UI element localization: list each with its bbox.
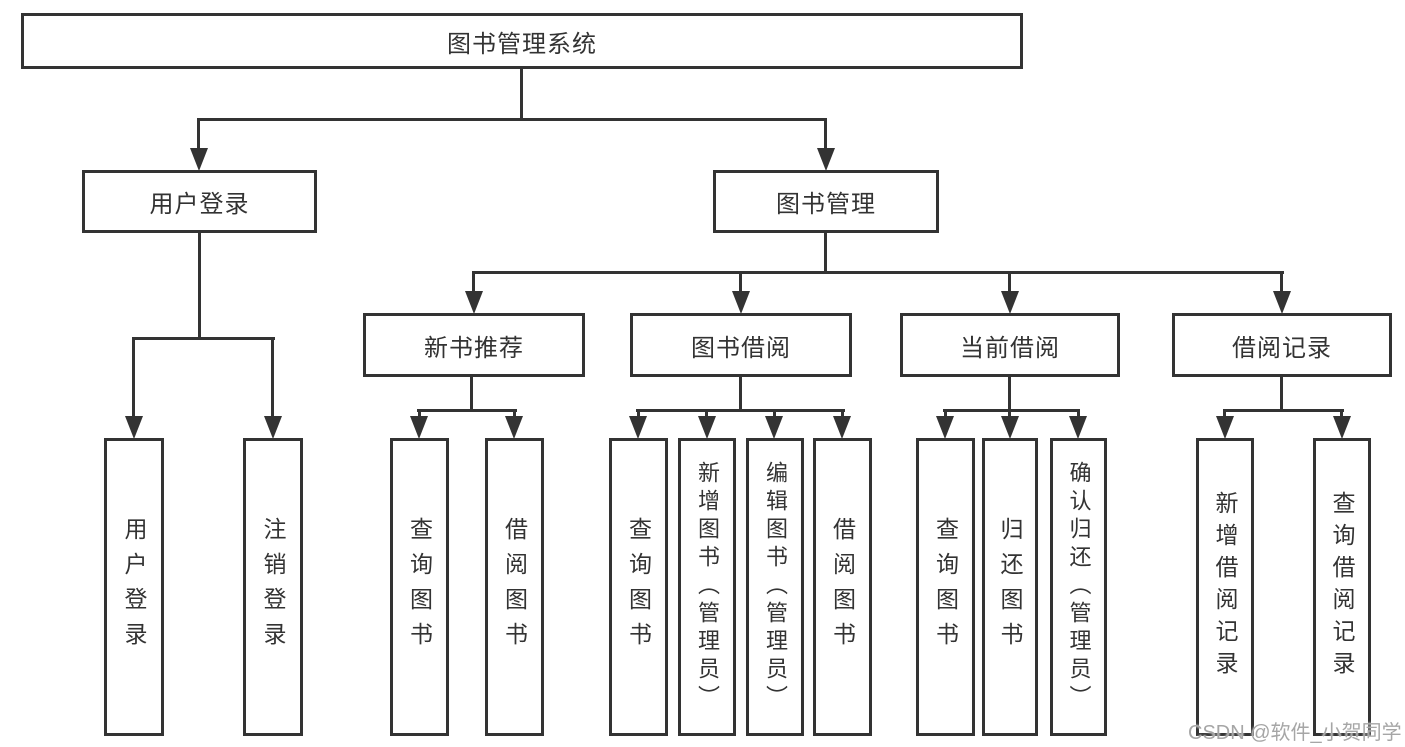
connector-line <box>1223 412 1226 419</box>
arrow-down-icon <box>1216 416 1234 439</box>
connector-line <box>197 118 200 152</box>
arrow-down-icon <box>1273 291 1291 314</box>
connector-line <box>472 271 1284 274</box>
arrow-down-icon <box>1001 291 1019 314</box>
connector-line <box>198 118 827 121</box>
csdn-watermark: CSDN @软件_小贺同学 <box>1188 722 1402 744</box>
connector-line <box>417 409 517 412</box>
connector-line <box>132 337 275 340</box>
leaf-rec-borrow-book: 借阅图书 <box>485 438 544 736</box>
connector-line <box>1280 377 1283 409</box>
connector-line <box>636 409 845 412</box>
arrow-down-icon <box>732 291 750 314</box>
arrow-down-icon <box>125 416 143 439</box>
connector-line <box>271 340 274 420</box>
arrow-down-icon <box>629 416 647 439</box>
arrow-down-icon <box>190 148 208 171</box>
arrow-down-icon <box>1001 416 1019 439</box>
node-book-borrow: 图书借阅 <box>630 313 852 377</box>
leaf-bb-borrow-book: 借阅图书 <box>813 438 872 736</box>
node-library-system: 图书管理系统 <box>21 13 1023 69</box>
connector-line <box>739 377 742 409</box>
arrow-down-icon <box>817 148 835 171</box>
connector-line <box>773 412 776 419</box>
connector-line <box>472 274 475 295</box>
node-new-book-recommend: 新书推荐 <box>363 313 585 377</box>
connector-line <box>705 412 708 419</box>
connector-line <box>418 412 421 419</box>
arrow-down-icon <box>833 416 851 439</box>
connector-line <box>470 377 473 409</box>
leaf-br-query-record: 查询借阅记录 <box>1313 438 1371 736</box>
arrow-down-icon <box>765 416 783 439</box>
connector-line <box>132 340 135 420</box>
connector-line <box>739 274 742 295</box>
arrow-down-icon <box>505 416 523 439</box>
leaf-cb-query-book: 查询图书 <box>916 438 975 736</box>
arrow-down-icon <box>1069 416 1087 439</box>
connector-line <box>1077 412 1080 419</box>
leaf-bb-edit-book-admin: 编辑图书（管理员） <box>746 438 804 736</box>
arrow-down-icon <box>936 416 954 439</box>
arrow-down-icon <box>698 416 716 439</box>
connector-line <box>943 409 1080 412</box>
arrow-down-icon <box>1333 416 1351 439</box>
connector-line <box>1340 412 1343 419</box>
connector-line <box>1223 409 1344 412</box>
connector-line <box>1280 274 1283 295</box>
leaf-bb-query-book: 查询图书 <box>609 438 668 736</box>
connector-line <box>1008 377 1011 409</box>
leaf-logout: 注销登录 <box>243 438 303 736</box>
arrow-down-icon <box>465 291 483 314</box>
connector-line <box>841 412 844 419</box>
connector-line <box>513 412 516 419</box>
connector-line <box>520 69 523 118</box>
leaf-cb-return-book: 归还图书 <box>982 438 1038 736</box>
connector-line <box>944 412 947 419</box>
connector-line <box>824 118 827 152</box>
leaf-cb-confirm-return-admin: 确认归还（管理员） <box>1050 438 1107 736</box>
connector-line <box>637 412 640 419</box>
leaf-user-login: 用户登录 <box>104 438 164 736</box>
leaf-rec-query-book: 查询图书 <box>390 438 449 736</box>
node-book-management: 图书管理 <box>713 170 939 233</box>
connector-line <box>1008 274 1011 295</box>
node-current-borrow: 当前借阅 <box>900 313 1120 377</box>
connector-line <box>198 233 201 337</box>
connector-line <box>824 233 827 271</box>
connector-line <box>1008 412 1011 419</box>
leaf-br-add-record: 新增借阅记录 <box>1196 438 1254 736</box>
arrow-down-icon <box>264 416 282 439</box>
arrow-down-icon <box>410 416 428 439</box>
node-user-login: 用户登录 <box>82 170 317 233</box>
node-borrow-record: 借阅记录 <box>1172 313 1392 377</box>
leaf-bb-add-book-admin: 新增图书（管理员） <box>678 438 736 736</box>
